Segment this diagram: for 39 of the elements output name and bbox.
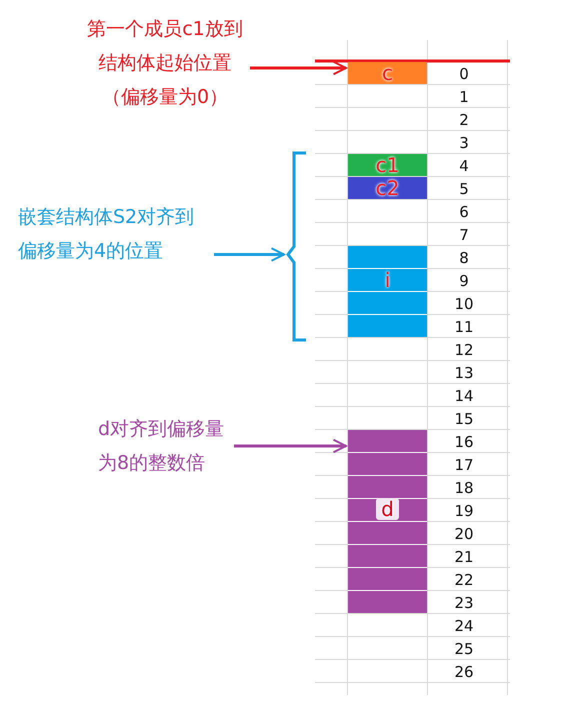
offset-number: 26 — [453, 662, 475, 683]
offset-number: 7 — [458, 225, 470, 246]
offset-number: 4 — [458, 156, 470, 177]
offset-number: 0 — [458, 64, 470, 85]
offset-number: 22 — [453, 570, 475, 591]
offset-number: 10 — [453, 294, 475, 315]
offset-number: 11 — [453, 317, 475, 338]
annotation-text: 第一个成员c1放到结构体起始位置（偏移量为0） — [84, 12, 246, 114]
offset-number: 5 — [458, 179, 470, 200]
memory-block: c1 — [348, 154, 427, 176]
offset-number: 16 — [453, 432, 475, 453]
annotation-text: d对齐到偏移量为8的整数倍 — [98, 412, 230, 480]
offset-number: 18 — [453, 478, 475, 499]
offset-number: 1 — [458, 87, 470, 108]
memory-block: i — [348, 246, 427, 337]
offset-number: 2 — [458, 110, 470, 131]
offset-number: 19 — [453, 501, 475, 522]
offset-number: 21 — [453, 547, 475, 568]
memory-block: c2 — [348, 177, 427, 199]
offset-number: 23 — [453, 593, 475, 614]
memory-block: d — [348, 430, 427, 613]
offset-number: 12 — [453, 340, 475, 361]
offset-number: 6 — [458, 202, 470, 223]
offset-number: 24 — [453, 616, 475, 637]
annotation-text: 嵌套结构体S2对齐到偏移量为4的位置 — [18, 200, 210, 268]
offset-number: 25 — [453, 639, 475, 660]
memory-block: c — [348, 62, 427, 84]
offset-number: 14 — [453, 386, 475, 407]
offset-number: 9 — [458, 271, 470, 292]
curly-brace — [286, 152, 306, 342]
offset-number: 8 — [458, 248, 470, 269]
offset-number: 15 — [453, 409, 475, 430]
offset-number: 17 — [453, 455, 475, 476]
arrow — [214, 247, 285, 262]
arrow — [250, 60, 347, 76]
arrow — [234, 438, 347, 454]
offset-number: 13 — [453, 363, 475, 384]
offset-number: 3 — [458, 133, 470, 154]
offset-number: 20 — [453, 524, 475, 545]
